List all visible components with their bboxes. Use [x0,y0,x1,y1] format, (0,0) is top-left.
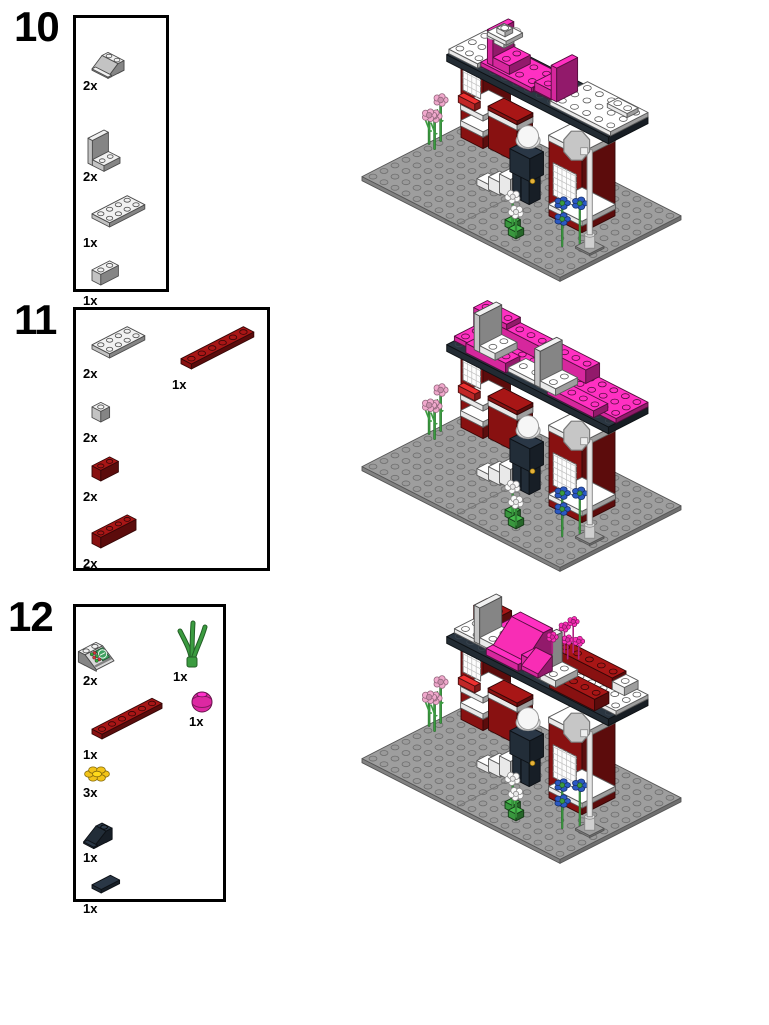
part-thumbnail-brick-1x2-dark-red [91,456,119,482]
part-item-slope-brick-2x2-light-gray: 2x [82,24,148,93]
part-item-plate-1x6-dark-red: 1x [82,688,174,762]
part-qty-label: 1x [172,377,187,392]
parts-box-step-12: 2x 1x 1x 1x 3x 1x 1x [73,604,226,916]
part-item-plate-1x6-dark-red: 1x [171,316,266,392]
part-item-plate-2x4-light-gray: 1x [82,185,157,250]
part-thumbnail-tile-1x2-black [91,875,121,894]
parts-row: 2x 1x [82,316,261,392]
part-item-seat-2x2-light-gray: 2x [82,93,146,184]
parts-row: 3x [82,763,217,800]
part-item-brick-1x2-light-gray: 1x [82,250,131,308]
part-qty-label: 2x [83,366,98,381]
part-thumbnail-flower-plate-yellow [84,766,110,782]
part-thumbnail-plant-stem-green [177,620,208,668]
parts-row: 1x [82,185,160,250]
part-item-brick-1x4-dark-red: 2x [82,504,148,571]
part-qty-label: 2x [83,169,98,185]
part-thumbnail-brick-1x2-light-gray [91,260,119,286]
part-thumbnail-plate-2x4-light-gray [91,326,146,359]
parts-box-step-10: 2x 2x 1x 1x [73,15,169,308]
model-render-step-10 [361,18,682,282]
part-thumbnail-brick-1x1-light-gray [91,402,111,423]
parts-row: 1x [82,250,160,308]
part-item-slope-2x2-control-panel-print: 2x [77,613,158,688]
parts-row: 2x [82,446,261,504]
part-qty-label: 1x [189,714,204,730]
parts-row: 2x [82,24,160,93]
part-qty-label: 1x [83,292,98,308]
part-thumbnail-seat-2x2-light-gray [87,129,121,173]
step-number-10: 10 [14,3,60,50]
part-thumbnail-brick-1x4-dark-red [91,514,137,549]
part-qty-label: 1x [83,747,98,763]
model-render-step-11 [361,300,682,572]
part-thumbnail-slope-45-1x2-black [83,822,113,849]
part-item-brick-1x1-light-gray: 2x [82,392,122,445]
part-qty-label: 2x [83,555,98,571]
part-thumbnail-plate-2x4-light-gray [91,194,146,228]
parts-row: 1x 1x [82,688,217,762]
part-item-slope-45-1x2-black: 1x [82,800,140,865]
part-item-flower-plate-yellow: 3x [82,763,114,800]
parts-box-step-11: 2x 1x 2x 2x 2x [73,307,270,571]
part-thumbnail-plate-1x6-dark-red [180,326,255,370]
parts-row: 2x 1x [77,613,217,688]
model-render-step-12 [361,593,682,864]
part-qty-label: 2x [83,78,98,93]
part-qty-label: 2x [83,488,98,504]
part-thumbnail-plate-1x6-dark-red [91,698,163,740]
part-thumbnail-round-bud-magenta [191,691,213,713]
part-qty-label: 1x [83,901,98,917]
part-thumbnail-slope-2x2-control-panel-print [77,641,115,672]
part-item-plant-stem-green: 1x [172,613,212,684]
part-item-plate-2x4-light-gray: 2x [82,316,157,381]
parts-row: 2x [82,392,261,445]
parts-row: 2x [82,504,261,571]
parts-row: 1x [82,865,217,916]
parts-row: 1x [82,800,217,865]
part-qty-label: 1x [173,669,188,684]
part-qty-label: 2x [83,673,98,688]
part-qty-label: 1x [83,234,98,250]
part-item-tile-1x2-black: 1x [82,865,132,916]
part-item-brick-1x2-dark-red: 2x [82,446,131,504]
part-qty-label: 3x [83,784,98,800]
step-number-11: 11 [14,296,57,343]
part-thumbnail-slope-brick-2x2-light-gray [91,51,125,79]
parts-row: 2x [82,93,160,184]
step-number-12: 12 [8,593,54,640]
part-qty-label: 1x [83,849,98,865]
part-item-round-bud-magenta: 1x [188,688,216,729]
part-qty-label: 2x [83,430,98,446]
